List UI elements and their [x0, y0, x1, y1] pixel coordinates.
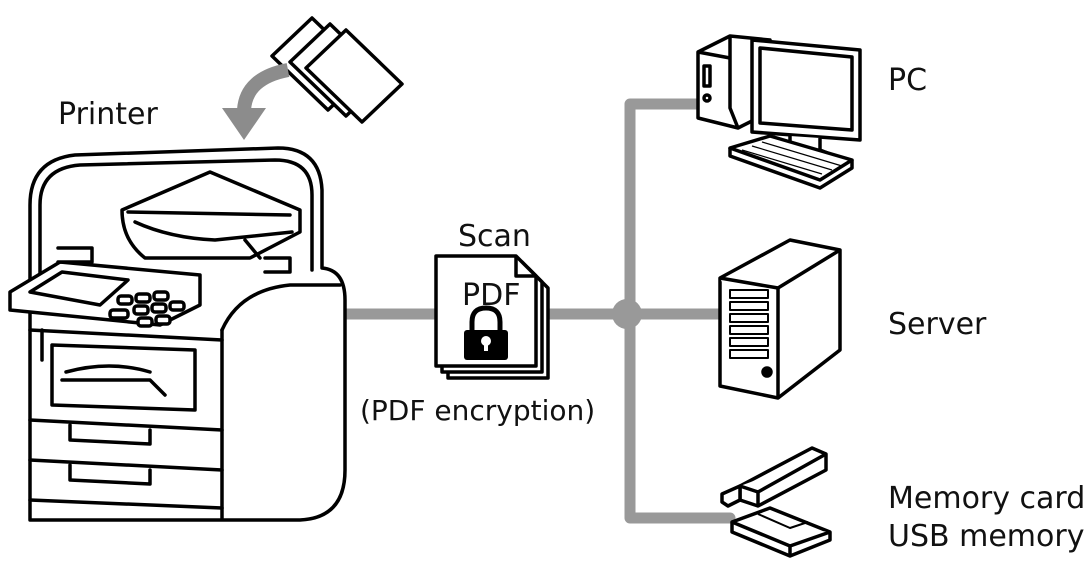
pdf-encryption-label: (PDF encryption) [360, 394, 595, 427]
pc-label: PC [888, 63, 927, 98]
network-hub-node [612, 299, 642, 329]
documents-stack-icon [270, 16, 404, 124]
curved-arrow-icon [222, 63, 290, 140]
usb-memory-label: USB memory [888, 519, 1084, 554]
printer-label: Printer [58, 97, 158, 132]
memory-card-label: Memory card [888, 481, 1085, 516]
printer-icon [8, 146, 347, 522]
usb-stick-icon [720, 446, 828, 508]
server-icon [718, 238, 842, 400]
scan-label: Scan [458, 219, 531, 254]
pc-icon [696, 34, 862, 190]
lock-icon [464, 305, 508, 360]
memory-card-icon [730, 506, 832, 558]
server-label: Server [888, 307, 987, 342]
